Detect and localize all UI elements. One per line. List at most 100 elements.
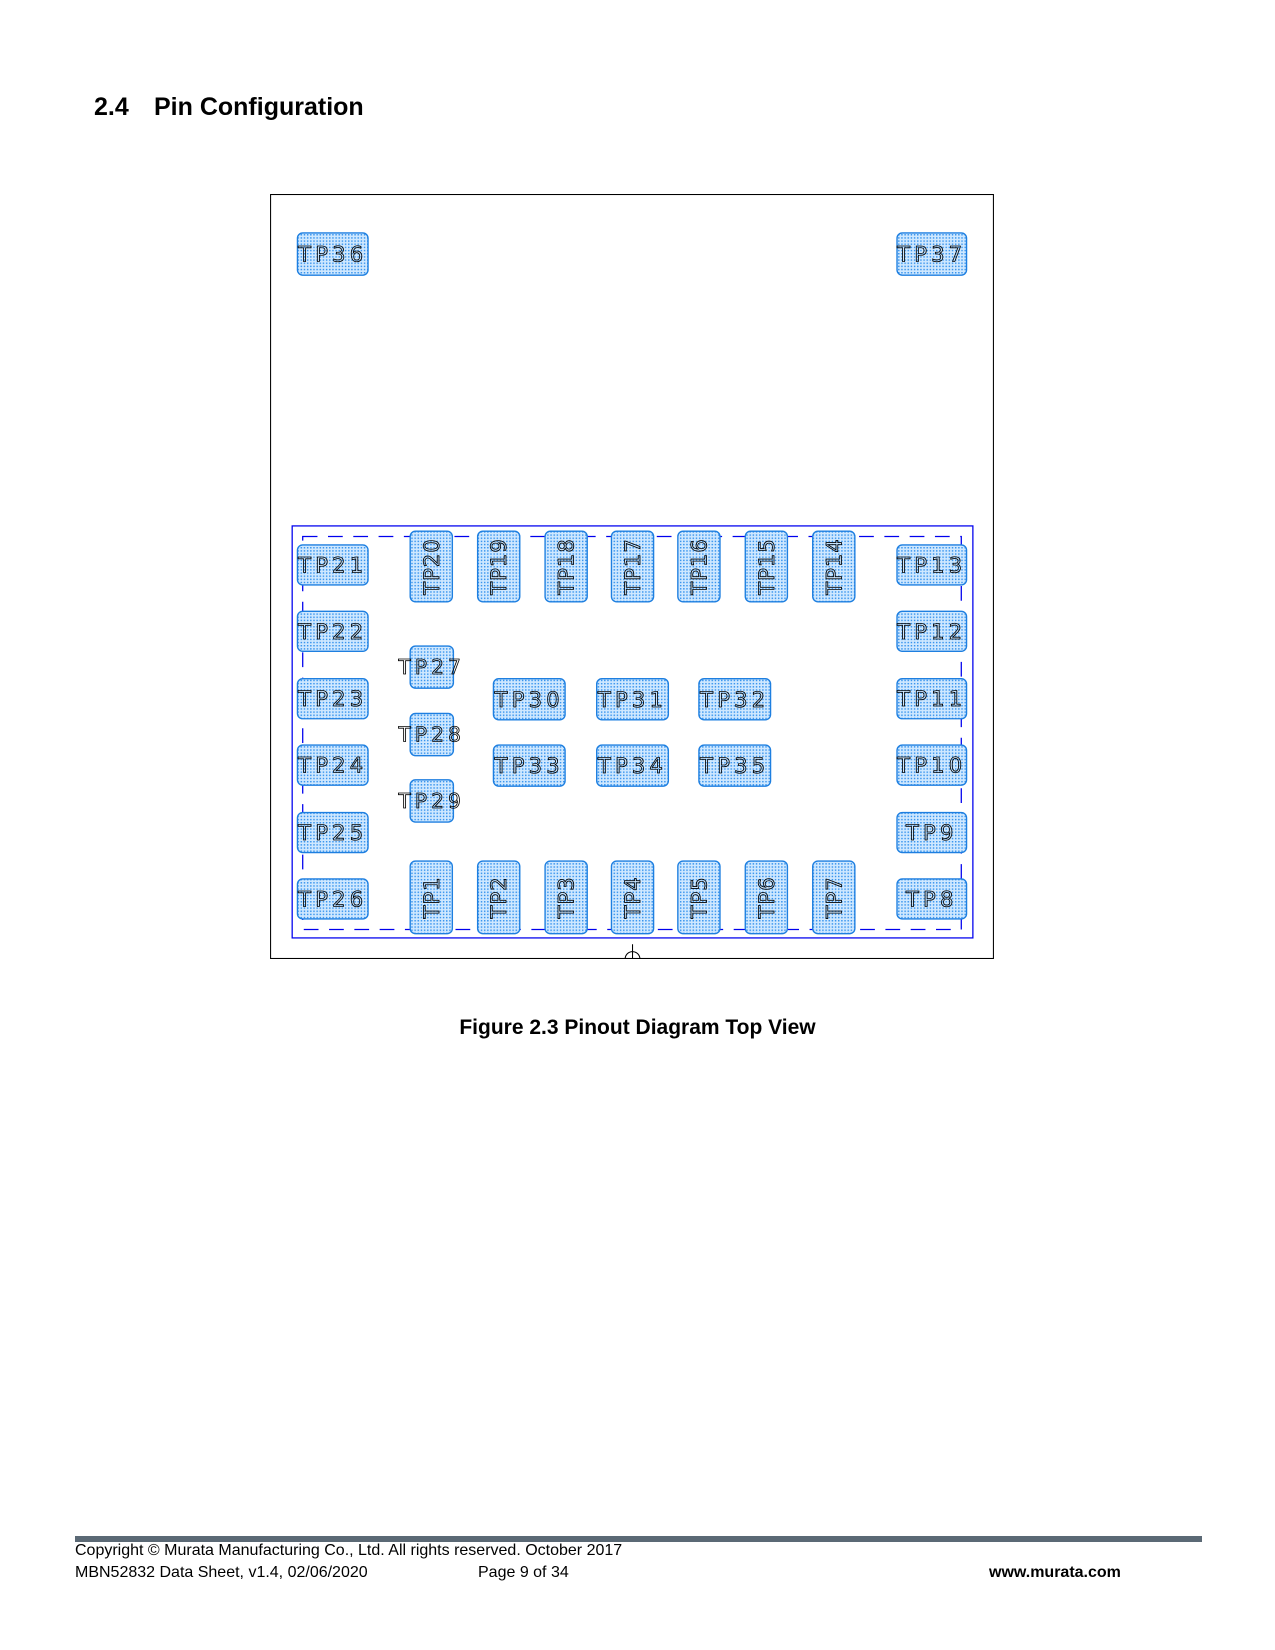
pad-tp37: TP37 <box>896 232 968 276</box>
pad-shape <box>596 678 670 721</box>
pad-label: TP13 <box>896 552 966 577</box>
pad-shape <box>744 530 789 603</box>
pad-label: TP9 <box>905 820 958 845</box>
pad-tp13: TP13 <box>896 544 968 586</box>
pad-shape <box>896 878 968 920</box>
footer-copyright: Copyright © Murata Manufacturing Co., Lt… <box>75 1542 623 1559</box>
pad-shape <box>544 530 588 603</box>
figure-caption: Figure 2.3 Pinout Diagram Top View <box>459 1016 816 1039</box>
pad-tp10: TP10 <box>896 744 968 786</box>
pad-tp17: TP17 <box>610 530 655 603</box>
pad-label: TP25 <box>297 820 367 845</box>
origin-crosshair-icon <box>619 944 646 959</box>
pad-label: TP23 <box>297 686 367 711</box>
pad-tp36: TP36 <box>296 232 369 276</box>
pad-label: TP11 <box>896 686 966 711</box>
pad-tp19: TP19 <box>476 530 521 603</box>
pad-tp18: TP18 <box>544 530 588 603</box>
pad-label: TP31 <box>597 687 667 712</box>
pad-tp8: TP8 <box>896 878 968 920</box>
pad-tp15: TP15 <box>744 530 789 603</box>
pad-tp11: TP11 <box>896 678 968 720</box>
pad-tp20: TP20 <box>409 530 454 603</box>
pad-shape <box>409 530 454 603</box>
pad-shape <box>812 860 856 935</box>
pad-tp34: TP34 <box>596 744 670 787</box>
pad-label: TP21 <box>297 552 367 577</box>
pad-tp7: TP7 <box>812 860 856 935</box>
pad-label: TP4 <box>620 876 645 919</box>
pad-tp9: TP9 <box>896 811 968 854</box>
pad-shape <box>896 678 968 720</box>
pad-shape <box>492 678 566 721</box>
pad-tp30: TP30 <box>492 678 566 721</box>
footer-page-number: Page 9 of 34 <box>478 1564 569 1581</box>
pad-shape <box>596 744 670 787</box>
pad-shape <box>610 530 655 603</box>
pad-label: TP20 <box>419 538 444 596</box>
pad-label: TP16 <box>686 538 711 596</box>
pad-tp21: TP21 <box>296 544 369 586</box>
pad-label: TP14 <box>821 538 846 596</box>
pad-label: TP27 <box>397 655 465 679</box>
pad-shape <box>610 860 655 935</box>
pad-tp24: TP24 <box>296 744 369 786</box>
pad-label: TP6 <box>754 876 779 919</box>
pad-shape <box>409 712 455 757</box>
pad-label: TP36 <box>297 242 367 267</box>
pad-shape <box>812 530 856 603</box>
pad-tp23: TP23 <box>296 678 369 720</box>
pad-tp27: TP27 <box>397 645 465 689</box>
pad-shape <box>476 530 521 603</box>
pad-label: TP18 <box>554 538 579 596</box>
pad-label: TP10 <box>896 753 966 778</box>
pad-label: TP29 <box>397 789 465 813</box>
pad-shape <box>677 860 721 935</box>
pad-label: TP22 <box>297 619 367 644</box>
pad-shape <box>409 860 454 935</box>
pad-shape <box>698 678 772 721</box>
pad-label: TP17 <box>620 538 645 596</box>
pad-tp5: TP5 <box>677 860 721 935</box>
pad-tp12: TP12 <box>896 610 968 652</box>
pad-tp6: TP6 <box>744 860 789 935</box>
pad-area-outline <box>291 525 974 939</box>
pad-shape <box>677 530 721 603</box>
footer-rule <box>75 1536 1202 1542</box>
pad-shape <box>296 878 369 920</box>
pad-label: TP15 <box>754 538 779 596</box>
pad-shape <box>896 610 968 652</box>
pad-shape <box>296 232 369 276</box>
pad-label: TP37 <box>896 242 966 267</box>
footer-website-link[interactable]: www.murata.com <box>989 1564 1121 1581</box>
pad-shape <box>698 744 772 787</box>
pad-label: TP7 <box>821 876 846 919</box>
pad-label: TP2 <box>486 876 511 919</box>
pad-shape <box>296 744 369 786</box>
pad-label: TP34 <box>597 753 667 778</box>
pad-shape <box>409 779 455 823</box>
pad-shape <box>296 678 369 720</box>
section-title: Pin Configuration <box>154 93 364 121</box>
pad-label: TP12 <box>896 619 966 644</box>
pad-shape <box>409 645 455 689</box>
pad-tp1: TP1 <box>409 860 454 935</box>
pad-label: TP32 <box>699 687 769 712</box>
pad-shape <box>492 744 566 787</box>
pad-tp14: TP14 <box>812 530 856 603</box>
pad-tp32: TP32 <box>698 678 772 721</box>
pad-shape <box>296 811 369 854</box>
pad-label: TP30 <box>494 687 564 712</box>
pad-shape <box>296 544 369 586</box>
pad-shape <box>896 811 968 854</box>
pad-shape <box>896 232 968 276</box>
footer-doc-info: MBN52832 Data Sheet, v1.4, 02/06/2020 <box>75 1564 368 1581</box>
pad-label: TP33 <box>494 753 564 778</box>
pad-tp35: TP35 <box>698 744 772 787</box>
pad-tp3: TP3 <box>544 860 588 935</box>
pad-shape <box>896 544 968 586</box>
pad-label: TP24 <box>297 753 367 778</box>
pad-label: TP1 <box>419 876 444 919</box>
